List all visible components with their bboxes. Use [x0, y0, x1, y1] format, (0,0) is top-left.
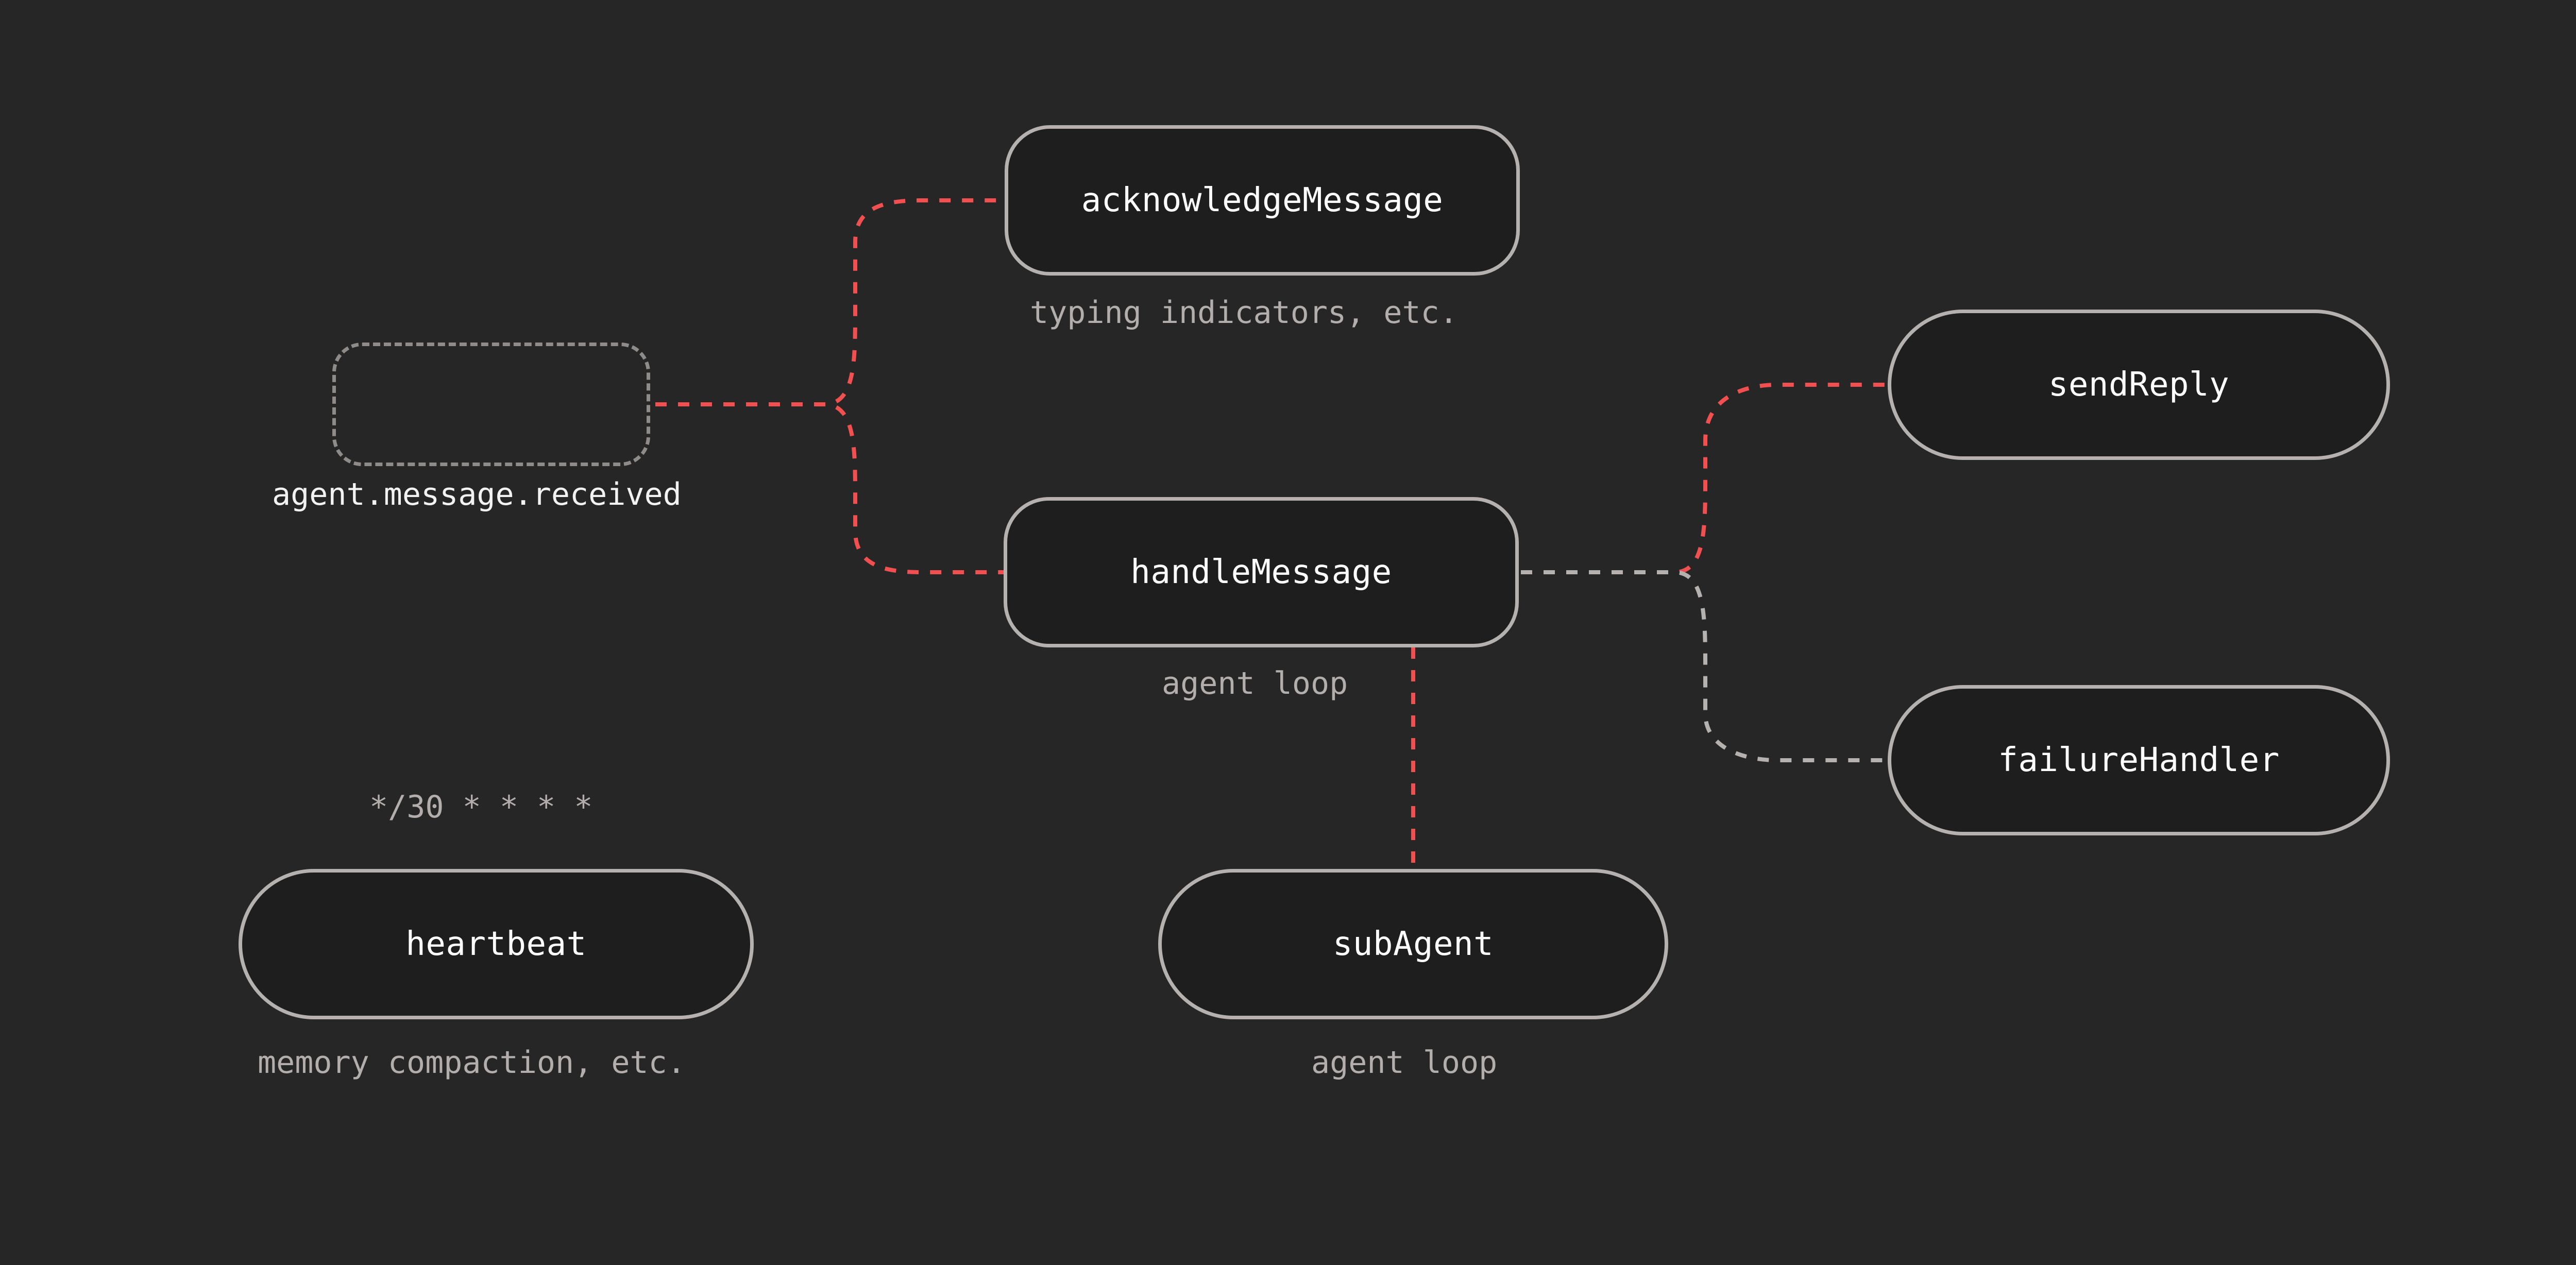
node-send-reply-label: sendReply — [2048, 366, 2230, 404]
node-sub-agent-label: subAgent — [1332, 925, 1494, 963]
node-handle-message-label: handleMessage — [1130, 553, 1392, 591]
node-heartbeat[interactable]: heartbeat — [239, 869, 754, 1019]
node-acknowledge-message[interactable]: acknowledgeMessage — [1005, 125, 1520, 276]
node-acknowledge-message-label: acknowledgeMessage — [1081, 181, 1444, 219]
node-sub-agent[interactable]: subAgent — [1158, 869, 1668, 1019]
caption-sub-agent: agent loop — [1311, 1045, 1498, 1081]
edge-handle-to-failure — [1521, 570, 1888, 762]
caption-heartbeat: memory compaction, etc. — [258, 1045, 686, 1081]
node-failure-handler[interactable]: failureHandler — [1888, 685, 2390, 835]
node-trigger[interactable] — [332, 343, 650, 466]
edge-trigger-to-acknowledge — [655, 198, 1004, 406]
edge-handle-to-send-reply — [1521, 383, 1888, 574]
caption-handle-message: agent loop — [1162, 665, 1348, 702]
caption-heartbeat-cron: */30 * * * * — [369, 789, 593, 825]
caption-trigger: agent.message.received — [272, 476, 682, 512]
node-failure-handler-label: failureHandler — [1998, 741, 2280, 779]
node-heartbeat-label: heartbeat — [405, 925, 587, 963]
node-handle-message[interactable]: handleMessage — [1004, 497, 1519, 647]
caption-acknowledge-message: typing indicators, etc. — [1030, 295, 1458, 331]
edge-trigger-to-handle — [655, 402, 1004, 574]
node-send-reply[interactable]: sendReply — [1888, 310, 2390, 460]
